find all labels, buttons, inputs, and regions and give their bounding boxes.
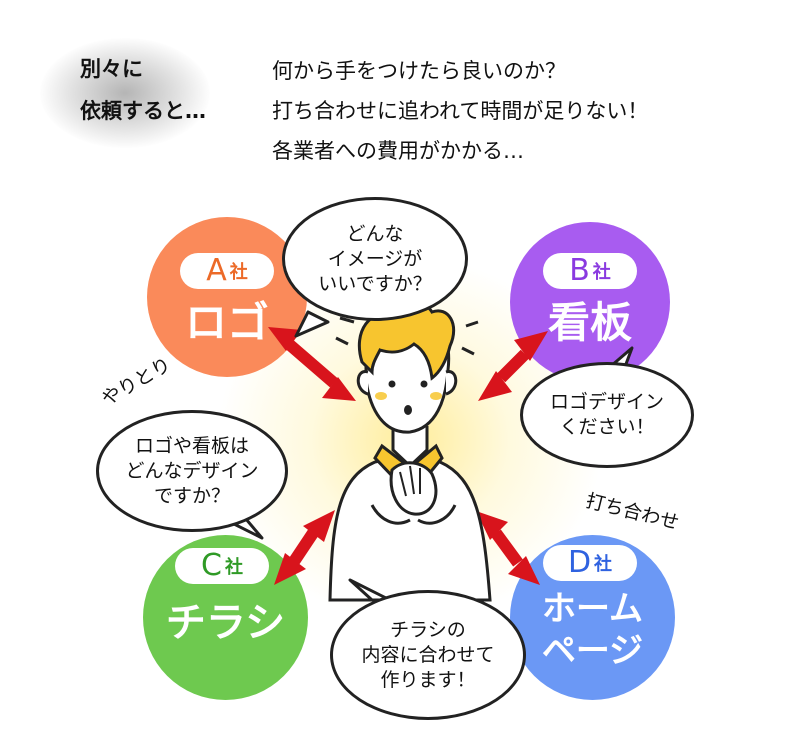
bubble-company-c-text: ロゴや看板は どんなデザイン ですか？ [125, 434, 259, 507]
company-d-suffix: 社 [594, 554, 613, 575]
problem-3: 各業者への費用がかかる… [272, 139, 524, 163]
intro-label-line-2: 依頼すると… [80, 99, 206, 123]
company-d-badge: D 社 [543, 545, 637, 581]
company-a-circle [147, 217, 307, 377]
company-a-badge: A 社 [180, 253, 274, 289]
bubble-company-b-text: ロゴデザイン ください！ [549, 391, 664, 438]
company-a-letter: A [206, 253, 227, 288]
arrow-a [268, 327, 356, 401]
company-d-letter: D [567, 545, 592, 580]
arrow-c [274, 510, 335, 585]
bubble-company-c: ロゴや看板は どんなデザイン ですか？ [96, 410, 288, 532]
bubble-company-b: ロゴデザイン ください！ [520, 362, 694, 468]
company-c-badge: C 社 [175, 548, 269, 584]
company-c-service: チラシ [165, 600, 286, 646]
company-d-service: ホーム ページ [541, 589, 644, 671]
intro-label-line-1: 別々に [80, 57, 143, 81]
bubble-company-d: チラシの 内容に合わせて 作ります！ [330, 590, 526, 720]
company-b-suffix: 社 [592, 262, 611, 283]
company-c-letter: C [201, 548, 222, 583]
company-b-circle [510, 222, 670, 382]
bubble-company-a: どんな イメージが いいですか？ [282, 197, 468, 321]
arrow-b [478, 331, 548, 401]
company-a-service: ロゴ [184, 298, 269, 347]
company-b-letter: B [569, 253, 590, 288]
arrow-d [476, 511, 540, 585]
company-a-suffix: 社 [229, 262, 248, 283]
company-c-suffix: 社 [224, 557, 243, 578]
intro-highlight [40, 38, 210, 148]
bubble-company-a-text: どんな イメージが いいですか？ [318, 222, 432, 295]
problem-1: 何から手をつけたら良いのか？ [272, 59, 566, 83]
problem-2: 打ち合わせに追われて時間が足りない！ [272, 99, 649, 123]
company-b-service: 看板 [547, 298, 632, 347]
company-b-badge: B 社 [543, 253, 637, 289]
bubble-company-d-text: チラシの 内容に合わせて 作ります！ [361, 618, 495, 691]
